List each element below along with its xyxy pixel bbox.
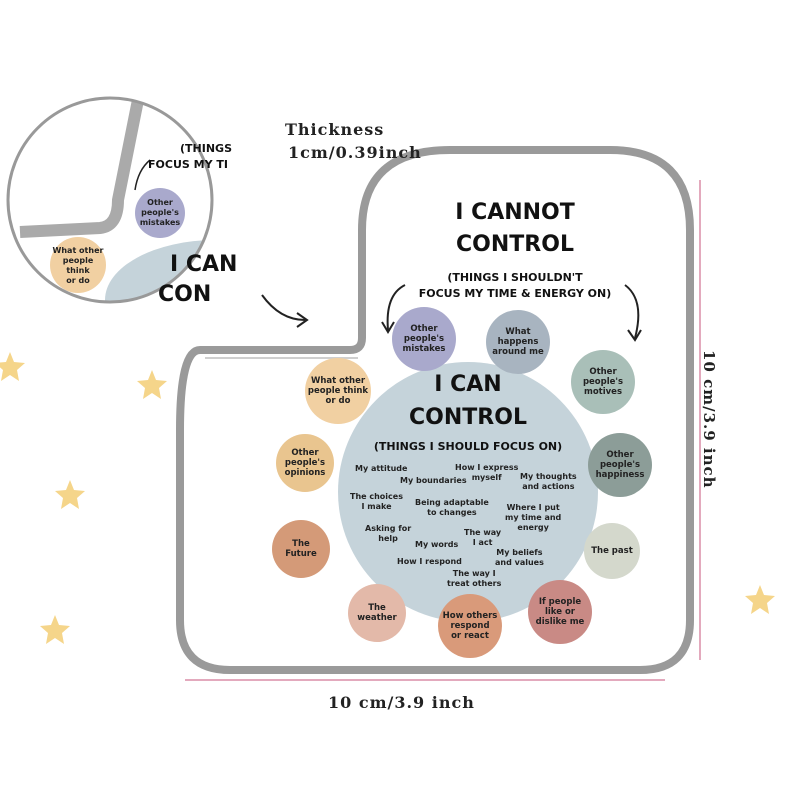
can-item: My boundaries (400, 476, 467, 485)
bubble-like-dislike: If people like or dislike me (528, 580, 592, 644)
inset-subtitle-2: FOCUS MY TI (148, 158, 228, 171)
width-label: 10 cm/3.9 inch (328, 693, 475, 712)
star-icon (137, 370, 167, 399)
inset-bubble-mistakes: Other people's mistakes (139, 198, 181, 227)
inset-title-1: I CAN (170, 252, 238, 277)
bubble-what-others-think: What other people think or do (305, 358, 371, 424)
stars (0, 352, 775, 644)
can-item: My words (415, 540, 459, 549)
bubble-past: The past (584, 523, 640, 579)
can-item: Asking for help (365, 524, 412, 543)
bubble-mistakes: Other people's mistakes (392, 307, 456, 371)
bubble-others-respond: How others respond or react (438, 594, 502, 658)
arrow-right-icon (624, 284, 640, 339)
thickness-label: Thickness (285, 120, 385, 139)
cannot-title-1: I CANNOT (455, 200, 575, 225)
bubble-motives: Other people's motives (571, 350, 635, 414)
arrow-left-icon (386, 284, 406, 331)
inset-title-2: CON (158, 282, 212, 307)
can-item: Where I put my time and energy (505, 503, 562, 532)
height-label: 10 cm/3.9 inch (700, 350, 718, 489)
star-icon (0, 352, 25, 381)
cannot-subtitle-2: FOCUS MY TIME & ENERGY ON) (418, 287, 612, 300)
pointer-arrow-icon (261, 294, 306, 321)
can-title-1: I CAN (434, 372, 502, 397)
inset-subtitle: (THINGS (180, 142, 232, 155)
can-item: My thoughts and actions (520, 472, 577, 491)
bubble-future: The Future (272, 520, 330, 578)
can-item: The way I act (464, 528, 502, 547)
can-item: The way I treat others (447, 569, 502, 588)
can-item: The choices I make (350, 492, 403, 511)
can-control-circle (338, 362, 598, 622)
can-subtitle: (THINGS I SHOULD FOCUS ON) (373, 440, 563, 453)
inset-bubble-what-others-think: What other people think or do (52, 246, 104, 285)
can-item: How I respond (397, 557, 462, 566)
can-item: My beliefs and values (495, 548, 544, 567)
thickness-value: 1cm/0.39inch (288, 143, 422, 162)
bubble-weather: The weather (348, 584, 406, 642)
bubble-happiness: Other people's happiness (588, 433, 652, 497)
star-icon (745, 585, 775, 614)
cannot-subtitle-1: (THINGS I SHOULDN'T (447, 271, 583, 284)
star-icon (55, 480, 85, 509)
can-item: How I express myself (455, 463, 519, 482)
can-item: Being adaptable to changes (415, 498, 489, 517)
bubble-opinions: Other people's opinions (276, 434, 334, 492)
can-title-2: CONTROL (409, 405, 527, 430)
cannot-title-2: CONTROL (456, 232, 574, 257)
inset-zoom (8, 98, 212, 302)
can-item: My attitude (355, 464, 408, 473)
star-icon (40, 615, 70, 644)
bubble-what-happens: What happens around me (486, 310, 550, 374)
